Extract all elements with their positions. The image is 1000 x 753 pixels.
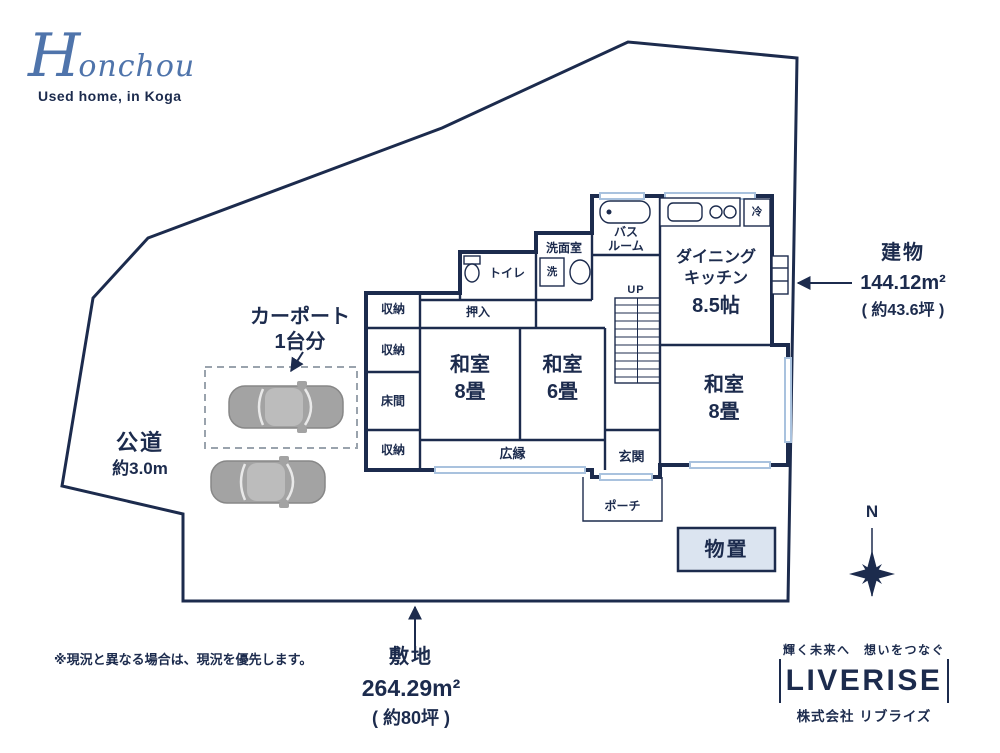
room-dk-size: 8.5帖 [692, 294, 740, 317]
brand-logo-rest: onchou [78, 49, 196, 84]
stairs-up-label: UP [627, 284, 645, 296]
land-area-title: 敷地 [389, 646, 433, 668]
bay-window-icon [771, 255, 789, 295]
room-dk-line2: キッチン [683, 269, 748, 287]
carport-label-line2: 1台分 [274, 331, 326, 353]
washer-box [539, 257, 565, 287]
room-dk-label: ダイニング キッチン 8.5帖 [660, 248, 772, 318]
disclaimer-text: ※現況と異なる場合は、現況を優先します。 [54, 652, 313, 667]
fridge-label: 冷 [751, 206, 763, 218]
car-icon-1 [227, 379, 345, 435]
room-oshiire-label: 押入 [465, 305, 490, 319]
shed-box [676, 526, 777, 573]
room-tatami6-size: 6畳 [546, 381, 579, 403]
room-tatami8-left-name: 和室 [450, 354, 490, 376]
compass-rose-icon [849, 528, 895, 597]
washer-label: 洗 [546, 266, 558, 278]
room-veranda-label: 広縁 [499, 446, 526, 461]
road-label-line2: 約3.0m [112, 459, 168, 479]
room-tatami8-left-size: 8畳 [454, 381, 486, 403]
washroom-sink-icon [569, 259, 591, 285]
room-storage-a-label: 収納 [380, 302, 405, 316]
compass-north-label: N [865, 502, 879, 521]
carport-label: カーポート 1台分 [236, 305, 364, 355]
lot-boundary-line [60, 40, 799, 603]
room-tatami8-right-name: 和室 [704, 374, 744, 396]
house-walls [364, 194, 790, 479]
room-tokonoma-label: 床間 [380, 394, 405, 408]
road-label: 公道 約3.0m [90, 430, 190, 480]
room-toilet-label: トイレ [488, 266, 525, 280]
car-icon-2 [209, 454, 327, 510]
room-storage-b-label: 収納 [380, 343, 405, 357]
brand-logo-subtitle: Used home, in Koga [38, 88, 182, 104]
carport-dashed-area [204, 366, 358, 449]
room-bath-label: バス ルーム [594, 225, 658, 254]
room-bath-line1: バス [613, 225, 638, 239]
room-bath-line2: ルーム [608, 238, 644, 253]
room-washroom-label: 洗面室 [545, 241, 582, 255]
footer-wordmark: LIVERISE [779, 659, 949, 703]
footer-tagline: 輝く未来へ 想いをつなぐ [782, 643, 945, 657]
building-area-tsubo: ( 約43.6坪 ) [861, 302, 945, 319]
brand-logo-initial: H [28, 21, 81, 91]
carport-pointer-arrow [290, 351, 304, 373]
toilet-icon [463, 255, 481, 283]
carport-label-line1: カーポート [250, 306, 350, 328]
room-tatami8-right-size: 8畳 [708, 401, 740, 423]
room-entrance-label: 玄関 [618, 449, 645, 464]
building-area-value: 144.12m² [860, 272, 946, 294]
building-area-label: 建物 144.12m² ( 約43.6坪 ) [836, 241, 970, 320]
footer-company-name: 株式会社 リブライズ [796, 709, 932, 724]
room-dk-line1: ダイニング [675, 249, 756, 266]
stairs-icon [614, 297, 661, 384]
land-area-label: 敷地 264.29m² ( 約80坪 ) [341, 645, 481, 729]
road-label-line1: 公道 [115, 430, 164, 455]
kitchen-sink-icon [659, 197, 741, 227]
room-tatami8-right-label: 和室 8畳 [660, 372, 788, 426]
porch-label: ポーチ [604, 499, 641, 513]
room-tatami6-label: 和室 6畳 [520, 352, 605, 406]
land-area-tsubo: ( 約80坪 ) [371, 707, 450, 728]
shed-label: 物置 [704, 539, 749, 561]
building-area-title: 建物 [881, 242, 925, 264]
room-tatami6-name: 和室 [542, 354, 583, 376]
room-tatami8-left-label: 和室 8畳 [420, 352, 520, 406]
room-storage-c-label: 収納 [380, 443, 405, 457]
porch-outline [582, 477, 663, 522]
fridge-box [743, 198, 771, 227]
bathtub-icon [599, 200, 651, 224]
land-area-value: 264.29m² [361, 675, 461, 701]
